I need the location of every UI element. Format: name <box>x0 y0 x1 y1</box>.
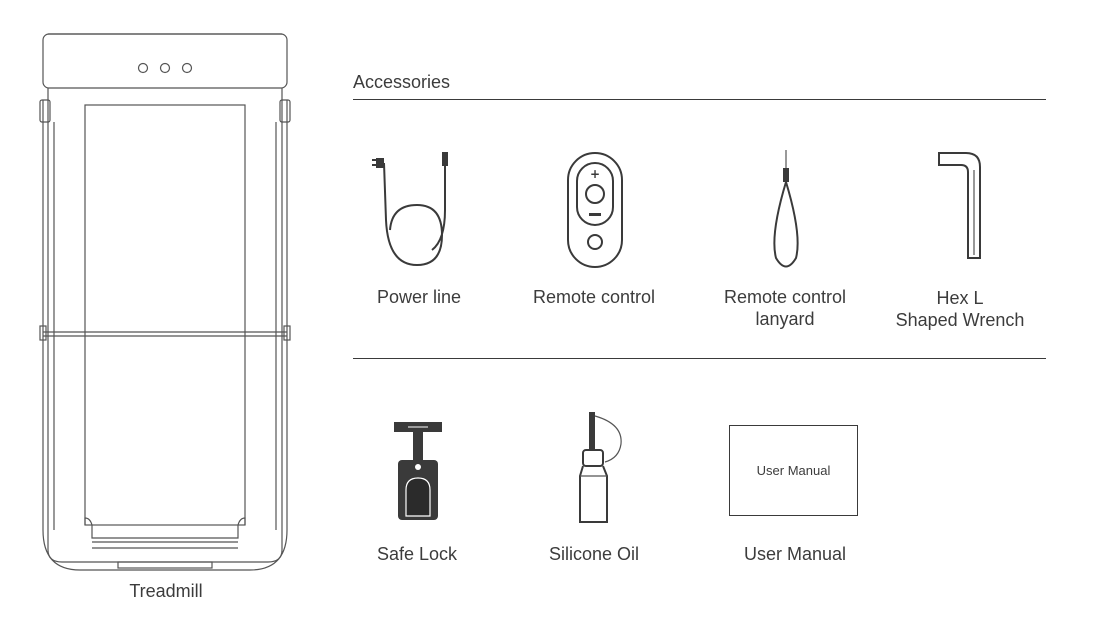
svg-text:+: + <box>590 167 600 181</box>
power-line-icon <box>372 152 448 267</box>
silicone-oil-icon <box>579 412 622 523</box>
user-manual-icon: User Manual <box>729 425 858 516</box>
accessory-label: Safe Lock <box>376 544 458 564</box>
accessory-label: Remote control <box>723 287 847 307</box>
treadmill-illustration <box>39 33 291 571</box>
manual-cover-text: User Manual <box>756 463 831 478</box>
accessory-label: User Manual <box>743 544 847 564</box>
accessory-label: Power line <box>376 287 462 307</box>
accessory-label: Hex L <box>936 288 984 308</box>
section-rule-middle <box>353 358 1046 359</box>
hex-wrench-icon <box>938 152 981 259</box>
lanyard-icon <box>773 150 799 268</box>
accessory-label: Silicone Oil <box>548 544 640 564</box>
treadmill-label: Treadmill <box>129 581 203 601</box>
accessory-label: Remote control <box>532 287 656 307</box>
section-title: Accessories <box>353 72 451 92</box>
section-rule-top <box>353 99 1046 100</box>
remote-control-icon: + <box>567 152 623 268</box>
accessory-label: lanyard <box>755 309 815 329</box>
accessory-label: Shaped Wrench <box>895 310 1025 330</box>
safe-lock-icon <box>394 422 442 520</box>
